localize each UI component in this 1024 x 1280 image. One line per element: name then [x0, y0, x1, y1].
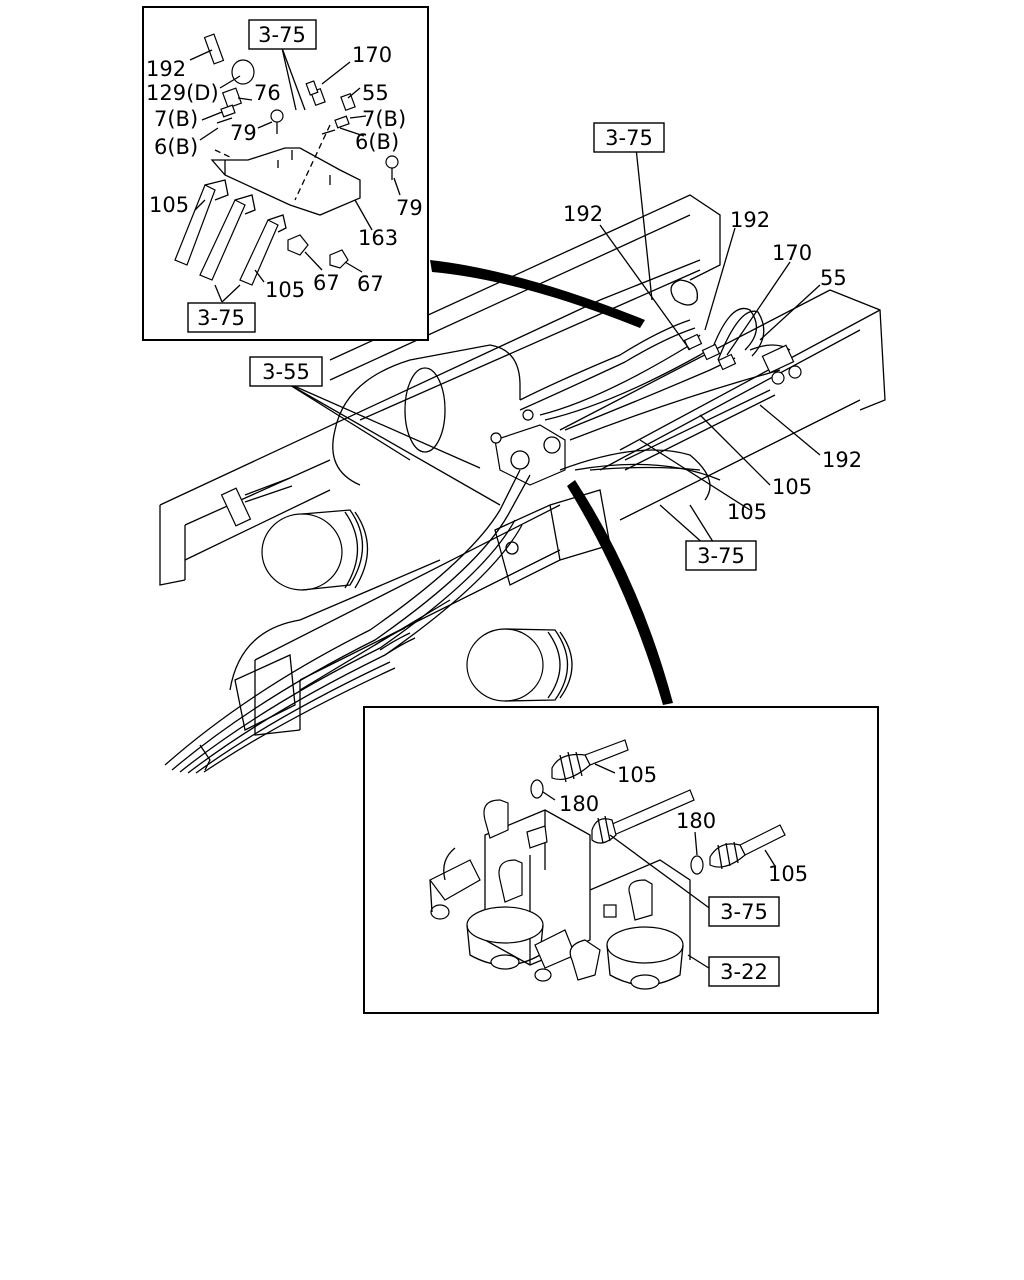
callout-105: 105 — [727, 500, 767, 524]
callout-192: 192 — [730, 208, 770, 232]
callout-7b: 7(B) — [154, 107, 198, 131]
callout-7b: 7(B) — [362, 107, 406, 131]
ref-3-75-topleft-lower: 3-75 — [187, 302, 256, 333]
brake-chamber-right — [466, 628, 544, 702]
ref-label: 3-75 — [697, 544, 745, 568]
callout-105: 105 — [617, 763, 657, 787]
callout-67: 67 — [313, 271, 340, 295]
callout-79: 79 — [396, 196, 423, 220]
callout-180: 180 — [559, 792, 599, 816]
bottom-inset — [363, 706, 879, 1014]
callout-170: 170 — [772, 241, 812, 265]
ref-3-75-topleft-upper: 3-75 — [248, 19, 317, 50]
callout-55: 55 — [820, 266, 847, 290]
callout-67: 67 — [357, 272, 384, 296]
ref-label: 3-22 — [720, 960, 768, 984]
callout-180: 180 — [676, 809, 716, 833]
ref-3-75-main-bottom: 3-75 — [685, 540, 757, 571]
top-left-inset — [142, 6, 429, 341]
ref-3-75-main-top: 3-75 — [593, 122, 665, 153]
ref-label: 3-75 — [258, 23, 306, 47]
callout-163: 163 — [358, 226, 398, 250]
callout-6b: 6(B) — [355, 130, 399, 154]
callout-129d: 129(D) — [146, 81, 219, 105]
callout-192: 192 — [563, 202, 603, 226]
detail-arrows — [430, 260, 673, 705]
brake-chamber-left — [261, 513, 343, 591]
ref-label: 3-75 — [720, 900, 768, 924]
ref-label: 3-55 — [262, 360, 310, 384]
callout-170: 170 — [352, 43, 392, 67]
callout-105: 105 — [772, 475, 812, 499]
callout-105: 105 — [149, 193, 189, 217]
callout-192: 192 — [146, 57, 186, 81]
ref-3-55-main: 3-55 — [249, 356, 323, 387]
ref-3-22-bottom-inset: 3-22 — [708, 956, 780, 987]
callout-192: 192 — [822, 448, 862, 472]
ref-label: 3-75 — [605, 126, 653, 150]
callout-105: 105 — [768, 862, 808, 886]
chassis-main-view — [159, 194, 886, 774]
callout-76: 76 — [254, 81, 281, 105]
callout-6b: 6(B) — [154, 135, 198, 159]
callout-79: 79 — [230, 121, 257, 145]
main-leaders — [284, 147, 821, 546]
ref-label: 3-75 — [197, 306, 245, 330]
callout-55: 55 — [362, 81, 389, 105]
callout-105: 105 — [265, 278, 305, 302]
ref-3-75-bottom-inset: 3-75 — [708, 896, 780, 927]
